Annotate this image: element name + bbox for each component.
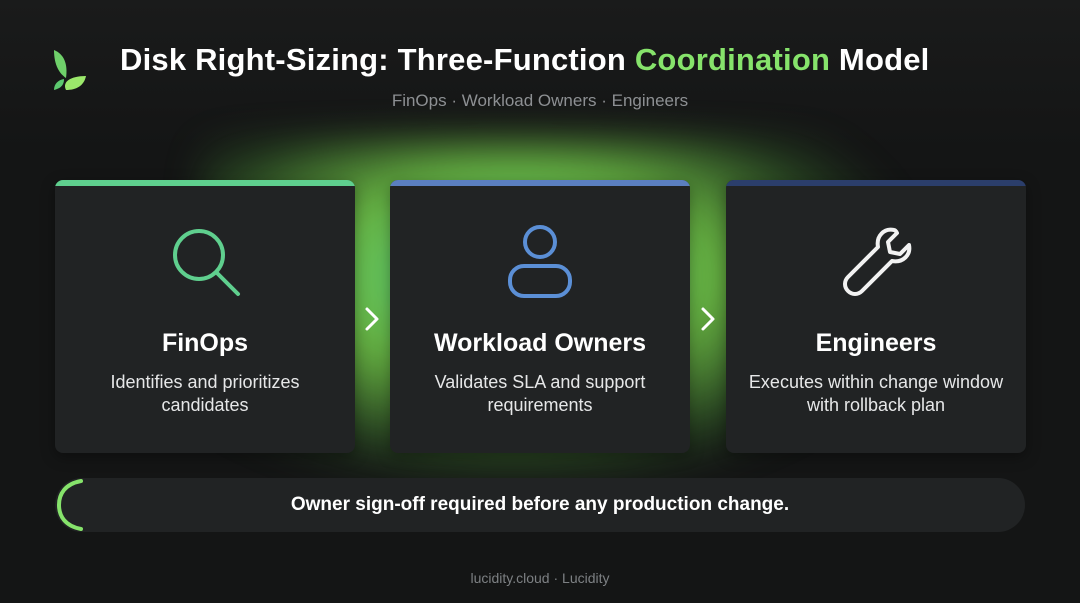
card-description: Identifies and prioritizes candidates (110, 372, 300, 415)
banner-accent (56, 479, 83, 531)
card-description: Executes within change window with rollb… (748, 372, 1004, 415)
card-engineers: Engineers Executes within change window … (726, 180, 1026, 453)
page-subtitle: FinOps · Workload Owners · Engineers (391, 91, 689, 110)
lucidity-logo (54, 50, 86, 90)
card-accent-bar (55, 180, 355, 186)
card-title: Workload Owners (433, 329, 647, 357)
card-title: Engineers (815, 329, 937, 357)
header-band (0, 0, 1080, 150)
card-accent-bar (390, 180, 690, 186)
card-workload-owners: Workload Owners Validates SLA and suppor… (390, 180, 690, 453)
page-title: Disk Right-Sizing: Three-Function Coordi… (120, 42, 1020, 78)
card-accent-bar (726, 180, 1026, 186)
title-part: Model (830, 42, 930, 77)
requirement-banner: Owner sign-off required before any produ… (55, 478, 1025, 532)
chevron-right-icon (365, 307, 379, 331)
wrench-icon (843, 227, 912, 296)
banner-text: Owner sign-off required before any produ… (290, 494, 790, 515)
title-accent: Coordination (634, 42, 831, 77)
card-description: Validates SLA and support requirements (434, 372, 646, 415)
card-finops: FinOps Identifies and prioritizes candid… (55, 180, 355, 453)
chevron-right-icon (701, 307, 715, 331)
user-icon (508, 225, 572, 298)
search-icon (173, 229, 240, 296)
card-title: FinOps (161, 329, 249, 357)
title-part: Disk Right-Sizing: Three-Function (120, 42, 635, 77)
footer-credit: lucidity.cloud · Lucidity (470, 570, 610, 586)
